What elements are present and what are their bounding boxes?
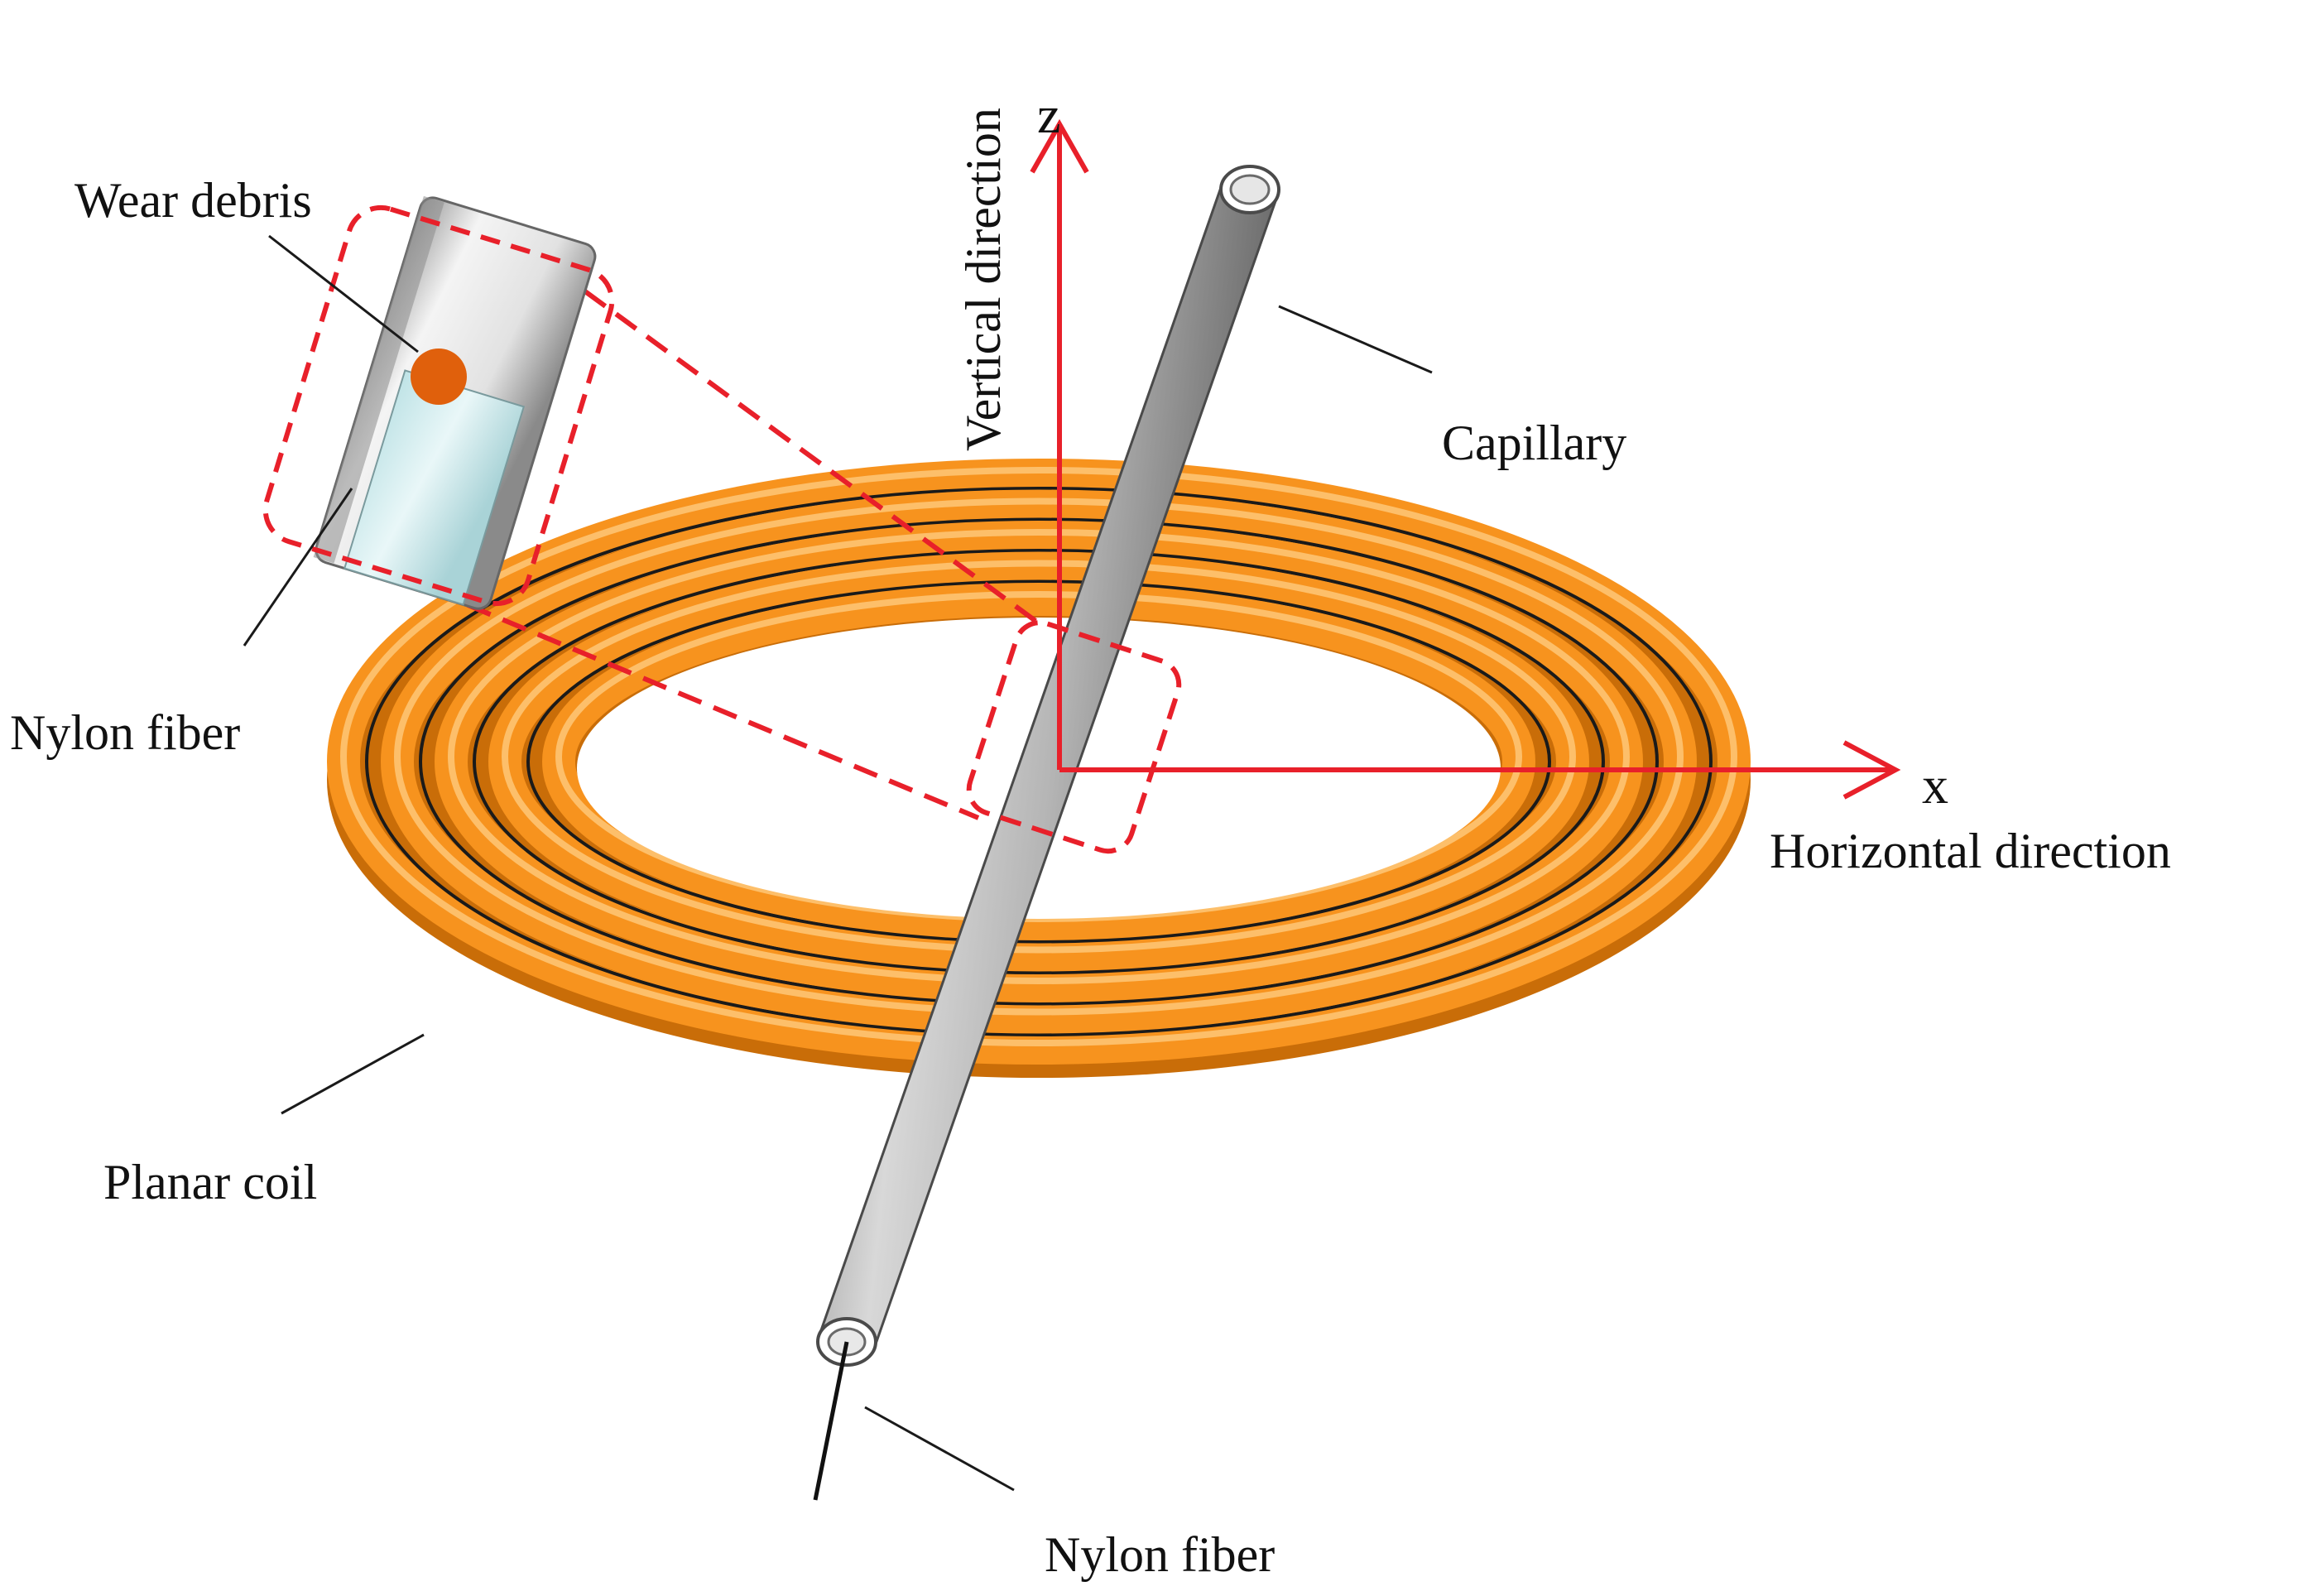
label-vertical-direction: Vertical direction bbox=[956, 108, 1011, 451]
coil-turn-highlight bbox=[448, 529, 1630, 984]
label-nylon-fiber-inset: Nylon fiber bbox=[10, 705, 240, 760]
planar-coil bbox=[327, 459, 1751, 1078]
coil-gap bbox=[526, 579, 1551, 944]
inset-dashed-box bbox=[262, 204, 615, 607]
label-planar-coil: Planar coil bbox=[103, 1155, 317, 1209]
label-horizontal-direction: Horizontal direction bbox=[1770, 824, 2171, 878]
label-x-axis: x bbox=[1922, 756, 1948, 815]
coil-turn-highlight bbox=[340, 467, 1737, 1046]
leader-wear-debris bbox=[268, 234, 419, 353]
coil-turn-highlight bbox=[502, 560, 1576, 954]
leader-nylon-fiber-inset bbox=[243, 488, 353, 647]
z-axis-arrow bbox=[1030, 118, 1089, 770]
x-axis-arrow bbox=[1059, 740, 1901, 800]
label-z-axis: z bbox=[1037, 85, 1060, 144]
detail-region-box bbox=[966, 620, 1182, 854]
projection-line-top bbox=[553, 267, 1046, 630]
label-wear-debris: Wear debris bbox=[74, 173, 312, 228]
wear-debris-particle bbox=[411, 349, 467, 405]
label-capillary: Capillary bbox=[1442, 416, 1626, 470]
nylon-fiber-strand bbox=[813, 1341, 849, 1501]
capillary-tube bbox=[816, 165, 1280, 1367]
leader-nylon-fiber-bottom bbox=[864, 1406, 1015, 1492]
coil-turn-highlight bbox=[394, 498, 1684, 1016]
inset-magnified-view bbox=[262, 195, 615, 610]
coil-gap bbox=[419, 517, 1659, 1006]
leader-capillary bbox=[1278, 305, 1433, 374]
coil-gap bbox=[365, 487, 1713, 1036]
coil-gap bbox=[473, 549, 1605, 974]
label-nylon-fiber-bottom: Nylon fiber bbox=[1045, 1527, 1275, 1582]
leader-planar-coil bbox=[281, 1033, 425, 1115]
